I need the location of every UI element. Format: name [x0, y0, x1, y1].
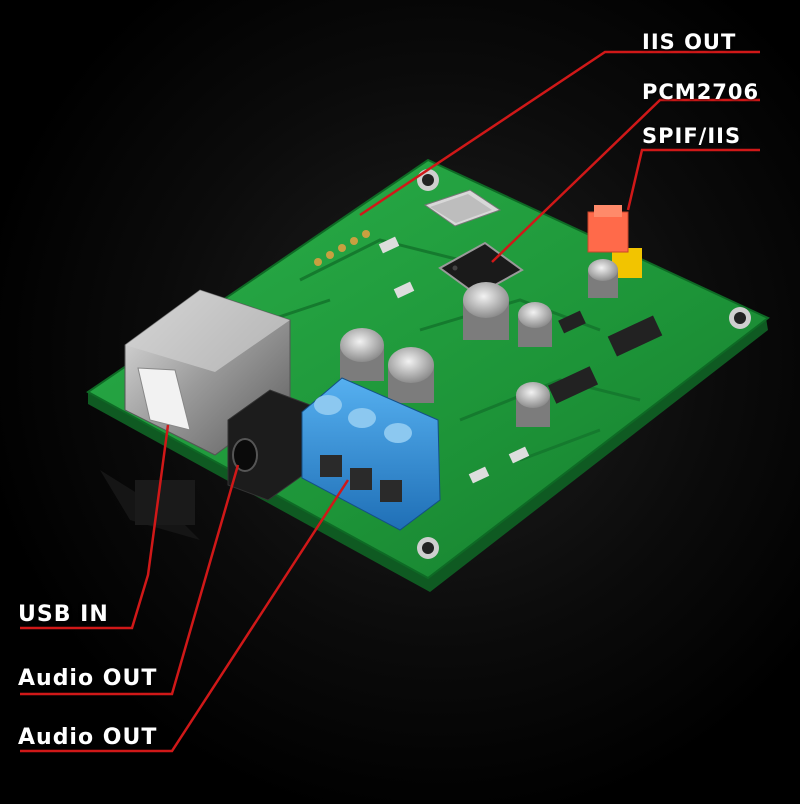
- callout-usb-in: USB IN: [18, 602, 109, 627]
- callout-lines: [20, 50, 760, 753]
- pcb-traces: [239, 238, 641, 462]
- electrolytic-capacitors: [340, 259, 618, 427]
- iis-header-pins: [314, 230, 370, 266]
- callout-audio-out-terminal: Audio OUT: [18, 725, 158, 750]
- callout-pcm2706: PCM2706: [642, 80, 760, 104]
- spif-iis-jumper: [587, 205, 642, 278]
- reflection-block: [135, 480, 195, 525]
- mounting-holes: [417, 169, 751, 559]
- smd-components: [378, 236, 663, 484]
- callout-audio-out-jack: Audio OUT: [18, 666, 158, 691]
- crystal-oscillator: [423, 189, 502, 227]
- terminal-block: [301, 377, 441, 531]
- callout-iis-out: IIS OUT: [642, 30, 737, 54]
- pcm2706-chip: [438, 241, 524, 297]
- callout-spif-iis: SPIF/IIS: [642, 124, 742, 148]
